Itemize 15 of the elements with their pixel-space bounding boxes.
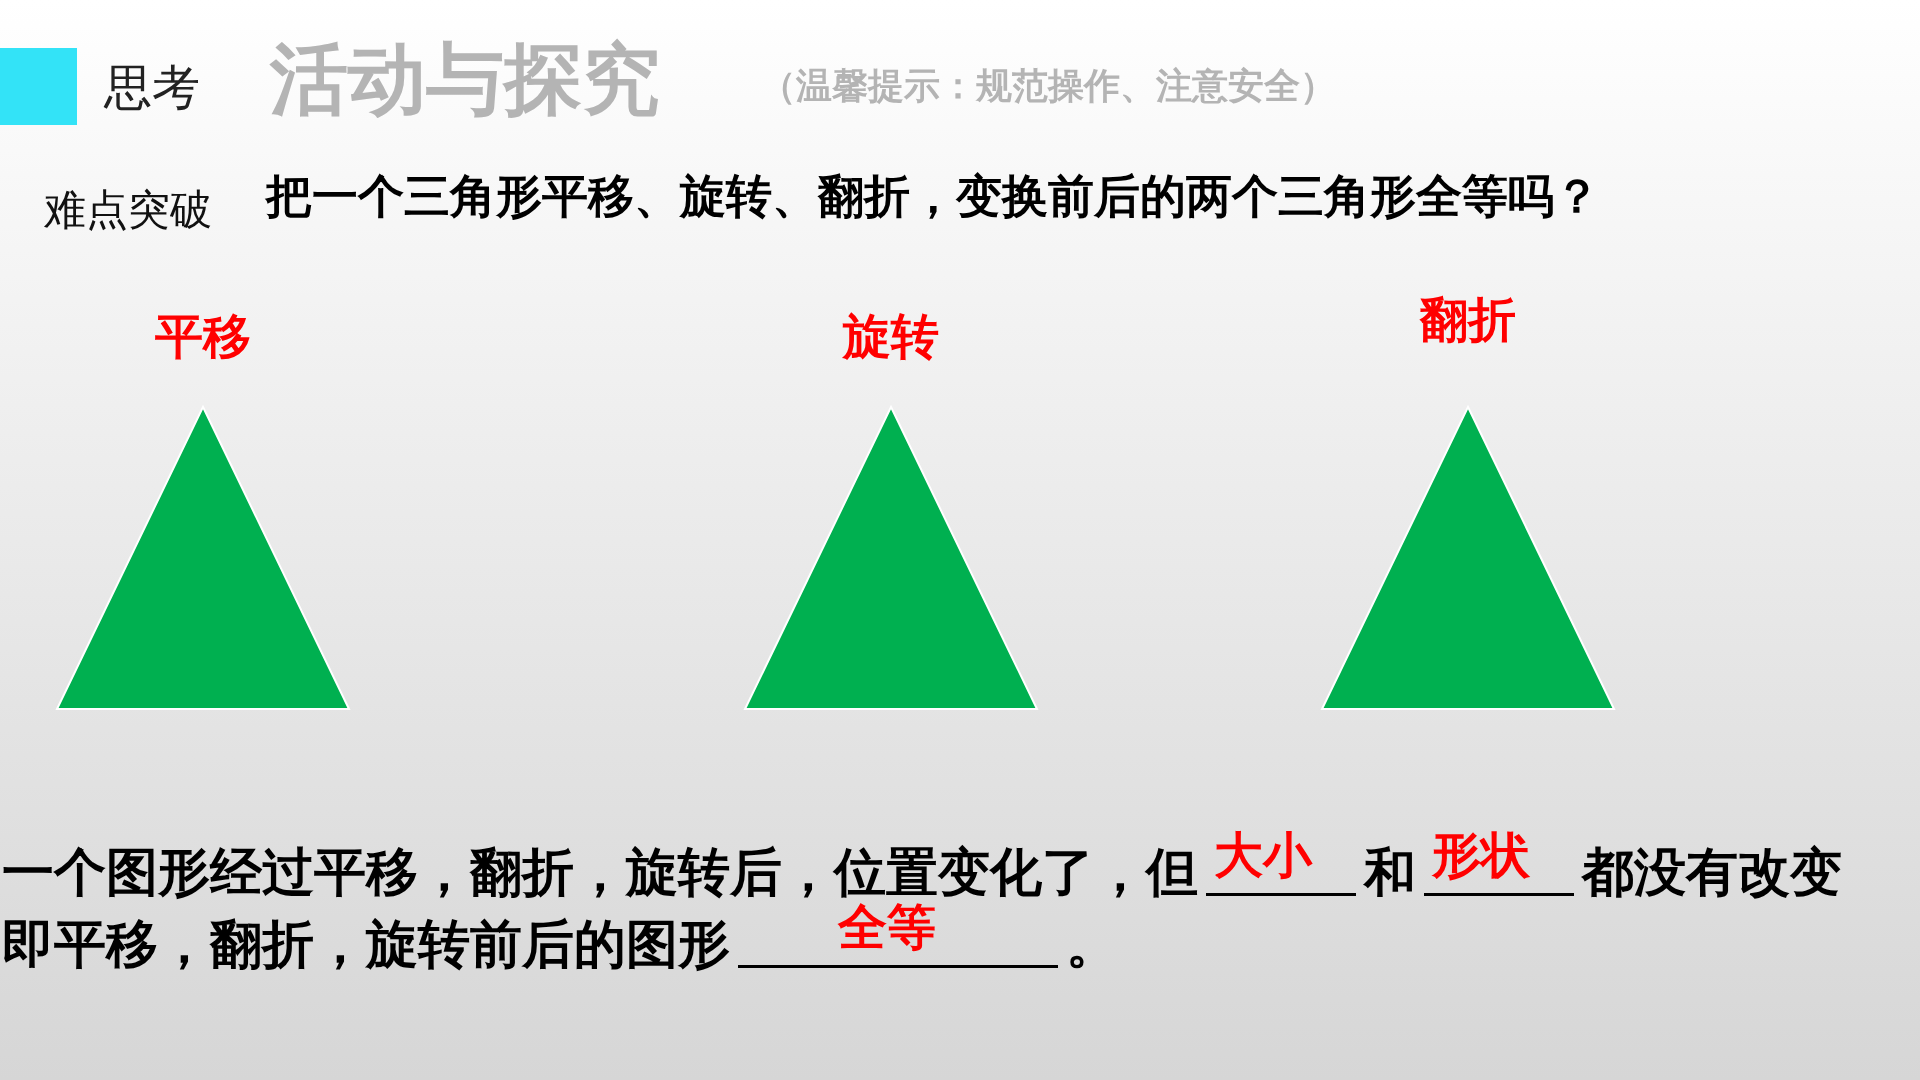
- transform-label: 平移: [154, 307, 252, 366]
- question-text: 把一个三角形平移、旋转、翻折，变换前后的两个三角形全等吗？: [266, 168, 1601, 225]
- topic-label: 难点突破: [44, 184, 212, 236]
- sentence-text: 即平移，翻折，旋转前后的图形: [2, 914, 730, 974]
- sentence-text: 和: [1364, 842, 1416, 902]
- answer-text: 大小: [1214, 826, 1312, 886]
- accent-square: [0, 48, 77, 125]
- sentence-text: 。: [1066, 914, 1118, 974]
- faint-subtitle: （温馨提示：规范操作、注意安全）: [760, 64, 1336, 108]
- answer-text: 形状: [1432, 826, 1530, 886]
- sentence-text: 都没有改变: [1582, 842, 1842, 902]
- transform-label: 旋转: [841, 307, 940, 366]
- transform-label: 翻折: [1418, 290, 1517, 349]
- section-heading: 思考: [104, 58, 200, 117]
- faint-title: 活动与探究: [270, 33, 660, 126]
